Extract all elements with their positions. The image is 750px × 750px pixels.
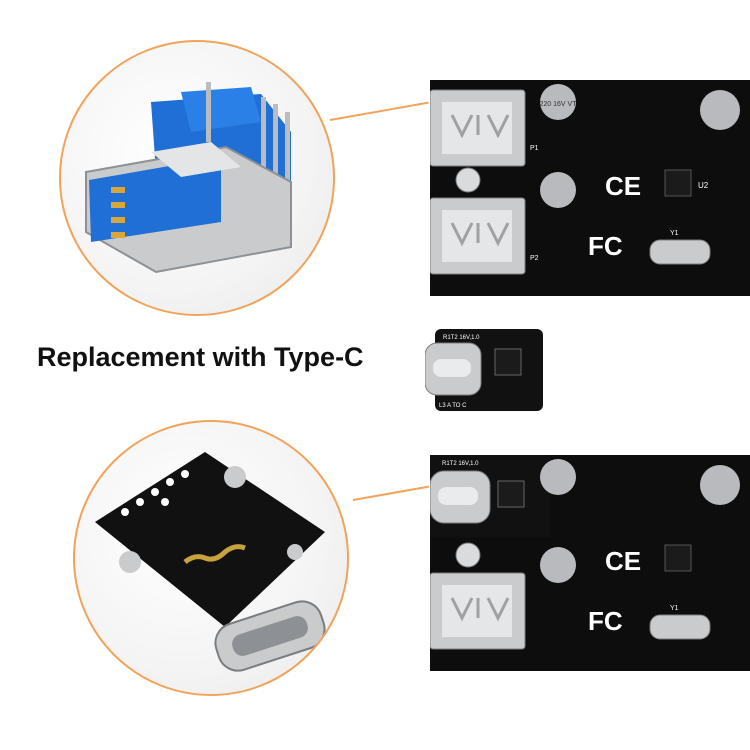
mounting-tab [287, 544, 303, 560]
pin [206, 82, 211, 142]
usb-a-port-tabs [450, 114, 510, 139]
ce-mark: CE [605, 171, 641, 201]
ic-label: U2 [698, 181, 709, 190]
screw [455, 167, 481, 193]
capacitor [700, 465, 740, 505]
type-c-port-opening [433, 359, 471, 377]
pin-hole [161, 498, 169, 506]
pin-hole [181, 470, 189, 478]
crystal-label: Y1 [670, 230, 679, 237]
fcc-mark: FC [588, 606, 623, 636]
pin [273, 104, 278, 214]
usb-a-connector-photo [59, 40, 335, 316]
port-label: P1 [530, 145, 539, 152]
type-c-shell-opening [232, 616, 308, 656]
crystal-label: Y1 [670, 605, 679, 612]
module-label-top: R1T2 16V,1.0 [442, 461, 479, 467]
capacitor [540, 172, 576, 208]
capacitor [540, 459, 576, 495]
pin-hole [166, 478, 174, 486]
usb-a-port-tabs [450, 222, 510, 247]
ic-chip [664, 544, 692, 572]
mounting-tab [119, 551, 141, 573]
type-c-board-illustration [95, 452, 326, 672]
capacitor [700, 90, 740, 130]
caption-text: Replacement with Type-C [37, 342, 364, 372]
pcb-top-illustration: 220 16V VT CE FC U2 Y1 P1 P2 [430, 84, 740, 275]
fcc-mark: FC [588, 231, 623, 261]
pcb-with-usb-a-ports: 220 16V VT CE FC U2 Y1 P1 P2 [430, 80, 750, 296]
pcb-bottom-illustration: R1T2 16V,1.0 CE FC Y1 [430, 455, 740, 650]
mounting-tab [224, 466, 246, 488]
pin-hole [151, 488, 159, 496]
gold-solder-pads [183, 544, 246, 565]
leader-line-bottom [352, 485, 430, 501]
pin-hole [121, 508, 129, 516]
type-c-module-illustration: R1T2 16V,1.0 L3 A TO C [424, 329, 543, 411]
crystal-oscillator [649, 239, 711, 265]
type-c-port-opening [438, 487, 478, 505]
type-c-pcb-underside [95, 452, 325, 627]
crystal-oscillator [649, 614, 711, 640]
pin-hole [136, 498, 144, 506]
pin [285, 112, 290, 217]
type-c-module: R1T2 16V,1.0 L3 A TO C [424, 329, 543, 411]
capacitor [540, 84, 576, 120]
ce-mark: CE [605, 546, 641, 576]
module-ic [497, 480, 525, 508]
capacitor-label: 220 16V VT [540, 101, 578, 108]
pcb-with-type-c-port: R1T2 16V,1.0 CE FC Y1 [430, 455, 750, 671]
pin [261, 97, 266, 207]
gold-contact [111, 202, 125, 208]
gold-contact [111, 217, 125, 223]
gold-contact [111, 232, 125, 238]
ic-chip [664, 169, 692, 197]
shell-highlight [151, 142, 241, 177]
screw [455, 542, 481, 568]
gold-contact [111, 187, 125, 193]
port-label: P2 [530, 255, 539, 262]
usb-a-port-tabs [450, 597, 510, 622]
usb-blue-top [181, 87, 261, 132]
module-ic [494, 348, 522, 376]
type-c-board-photo [73, 420, 349, 696]
module-label-top: R1T2 16V,1.0 [443, 335, 480, 341]
capacitor [540, 547, 576, 583]
usb-a-connector-illustration [85, 82, 292, 274]
leader-line-top [329, 101, 429, 121]
module-label-bottom: L3 A TO C [439, 403, 467, 409]
